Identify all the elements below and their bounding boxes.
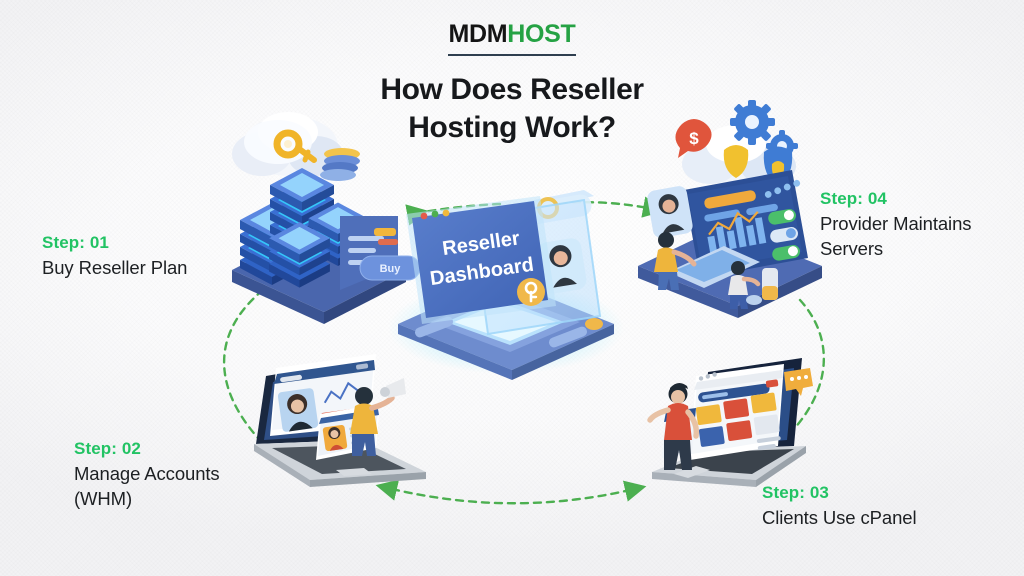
shield-yellow-icon [723,145,749,178]
key-icon [273,129,317,163]
laptop-base [652,446,806,487]
header: MDMHOST How Does Reseller Hosting Work? [0,22,1024,147]
step-number-03: Step: 03 [762,483,829,502]
step-label-03: Step: 03 Clients Use cPanel [762,482,917,530]
avatar [277,388,319,432]
step-number-04: Step: 04 [820,189,887,208]
laptop-base [254,440,426,487]
illustration-laptop-cpanel-tiles [634,350,829,495]
illustration-reseller-dashboard: Reseller Dashboard [388,182,638,380]
step-text-02: Manage Accounts (WHM) [74,462,220,510]
page-title-line-2: Hosting Work? [408,110,616,144]
person-with-megaphone [350,378,406,456]
page-title-line-1: How Does Reseller [380,73,644,106]
logo-text-host: HOST [507,20,576,48]
illustration-server-stack-cloud: Buy [222,98,432,324]
person-engineer-right [728,261,761,309]
step-text-04: Provider Maintains Servers [820,212,972,260]
step-number-01: Step: 01 [42,233,109,252]
gear-large-icon [730,100,775,145]
notification-bubble-icon: $ [675,119,712,158]
server-tower-front [269,222,330,288]
step-label-04: Step: 04 Provider Maintains Servers [820,188,972,262]
key-badge-icon [517,278,545,306]
illustration-laptop-account-cards [248,348,438,493]
step-number-02: Step: 02 [74,439,141,458]
buy-button[interactable]: Buy [359,255,421,281]
coin-stack-icon [320,148,360,181]
step-label-01: Step: 01 Buy Reseller Plan [42,232,187,280]
step-label-02: Step: 02 Manage Accounts (WHM) [74,438,220,512]
buy-button-label: Buy [380,263,402,275]
avatar [647,186,693,238]
step-text-01: Buy Reseller Plan [42,256,188,278]
page-title: How Does Reseller Hosting Work? [0,71,1024,147]
brand-logo: MDMHOST [448,20,576,56]
person-engineer-left [654,232,697,290]
cpanel-window [690,364,784,460]
keyboard [668,246,760,288]
step-text-03: Clients Use cPanel [762,506,917,528]
logo-text-mdm: MDM [448,20,508,48]
server-cabinet-small [746,268,778,305]
toggle-group[interactable] [767,208,801,262]
person-client [647,382,700,470]
svg-text:$: $ [689,129,699,148]
illustration-dashboard-gears-cloud: $ [632,100,832,318]
avatar [322,424,348,452]
